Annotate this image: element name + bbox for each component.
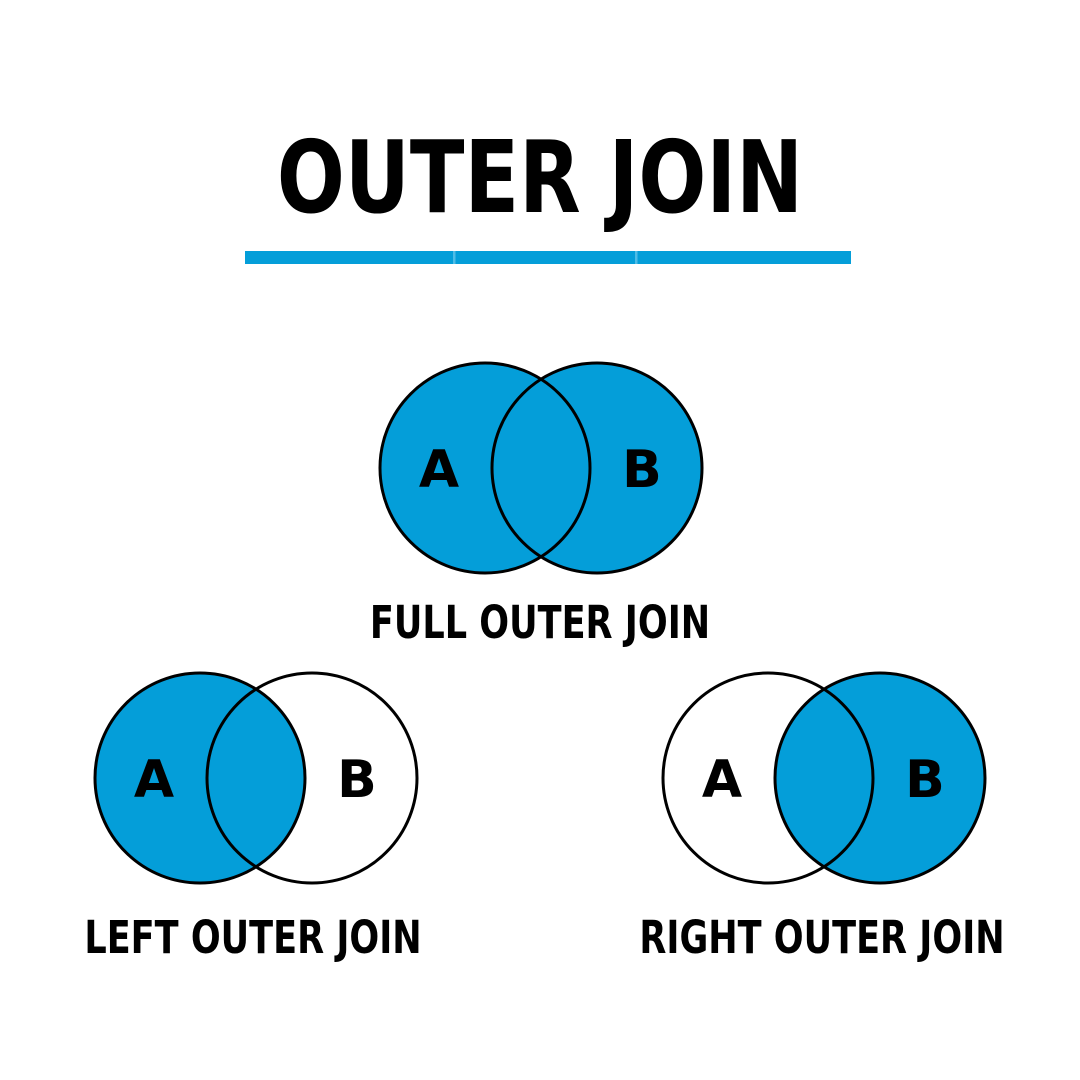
venn-right-outer-join: A B — [661, 671, 987, 885]
venn-full-outer-join: A B — [378, 361, 704, 575]
page-title: OUTER JOIN — [276, 119, 804, 236]
full-set-b-label: B — [622, 440, 662, 500]
title-underline-bar — [245, 251, 851, 264]
underline-segment-bar — [245, 251, 851, 264]
underline-separator-1 — [453, 251, 456, 264]
right-circle-b-fill — [775, 673, 985, 883]
left-set-b-label: B — [337, 750, 377, 810]
underline-separator-2 — [635, 251, 638, 264]
right-outer-join-caption: RIGHT OUTER JOIN — [639, 911, 1005, 964]
full-set-a-label: A — [419, 440, 459, 500]
right-set-b-label: B — [905, 750, 945, 810]
full-outer-join-caption: FULL OUTER JOIN — [369, 596, 711, 649]
left-outer-join-caption: LEFT OUTER JOIN — [84, 911, 422, 964]
left-circle-a-outline — [93, 671, 307, 885]
venn-left-outer-join: A B — [93, 671, 419, 885]
right-circle-b-outline — [773, 671, 987, 885]
full-circle-b-outline — [490, 361, 704, 575]
left-circle-b-outline — [205, 671, 419, 885]
full-circle-a-outline — [378, 361, 592, 575]
right-circle-a-outline — [661, 671, 875, 885]
left-circle-a-fill — [95, 673, 305, 883]
right-set-a-label: A — [702, 750, 742, 810]
left-set-a-label: A — [134, 750, 174, 810]
full-circle-b-fill — [492, 363, 702, 573]
